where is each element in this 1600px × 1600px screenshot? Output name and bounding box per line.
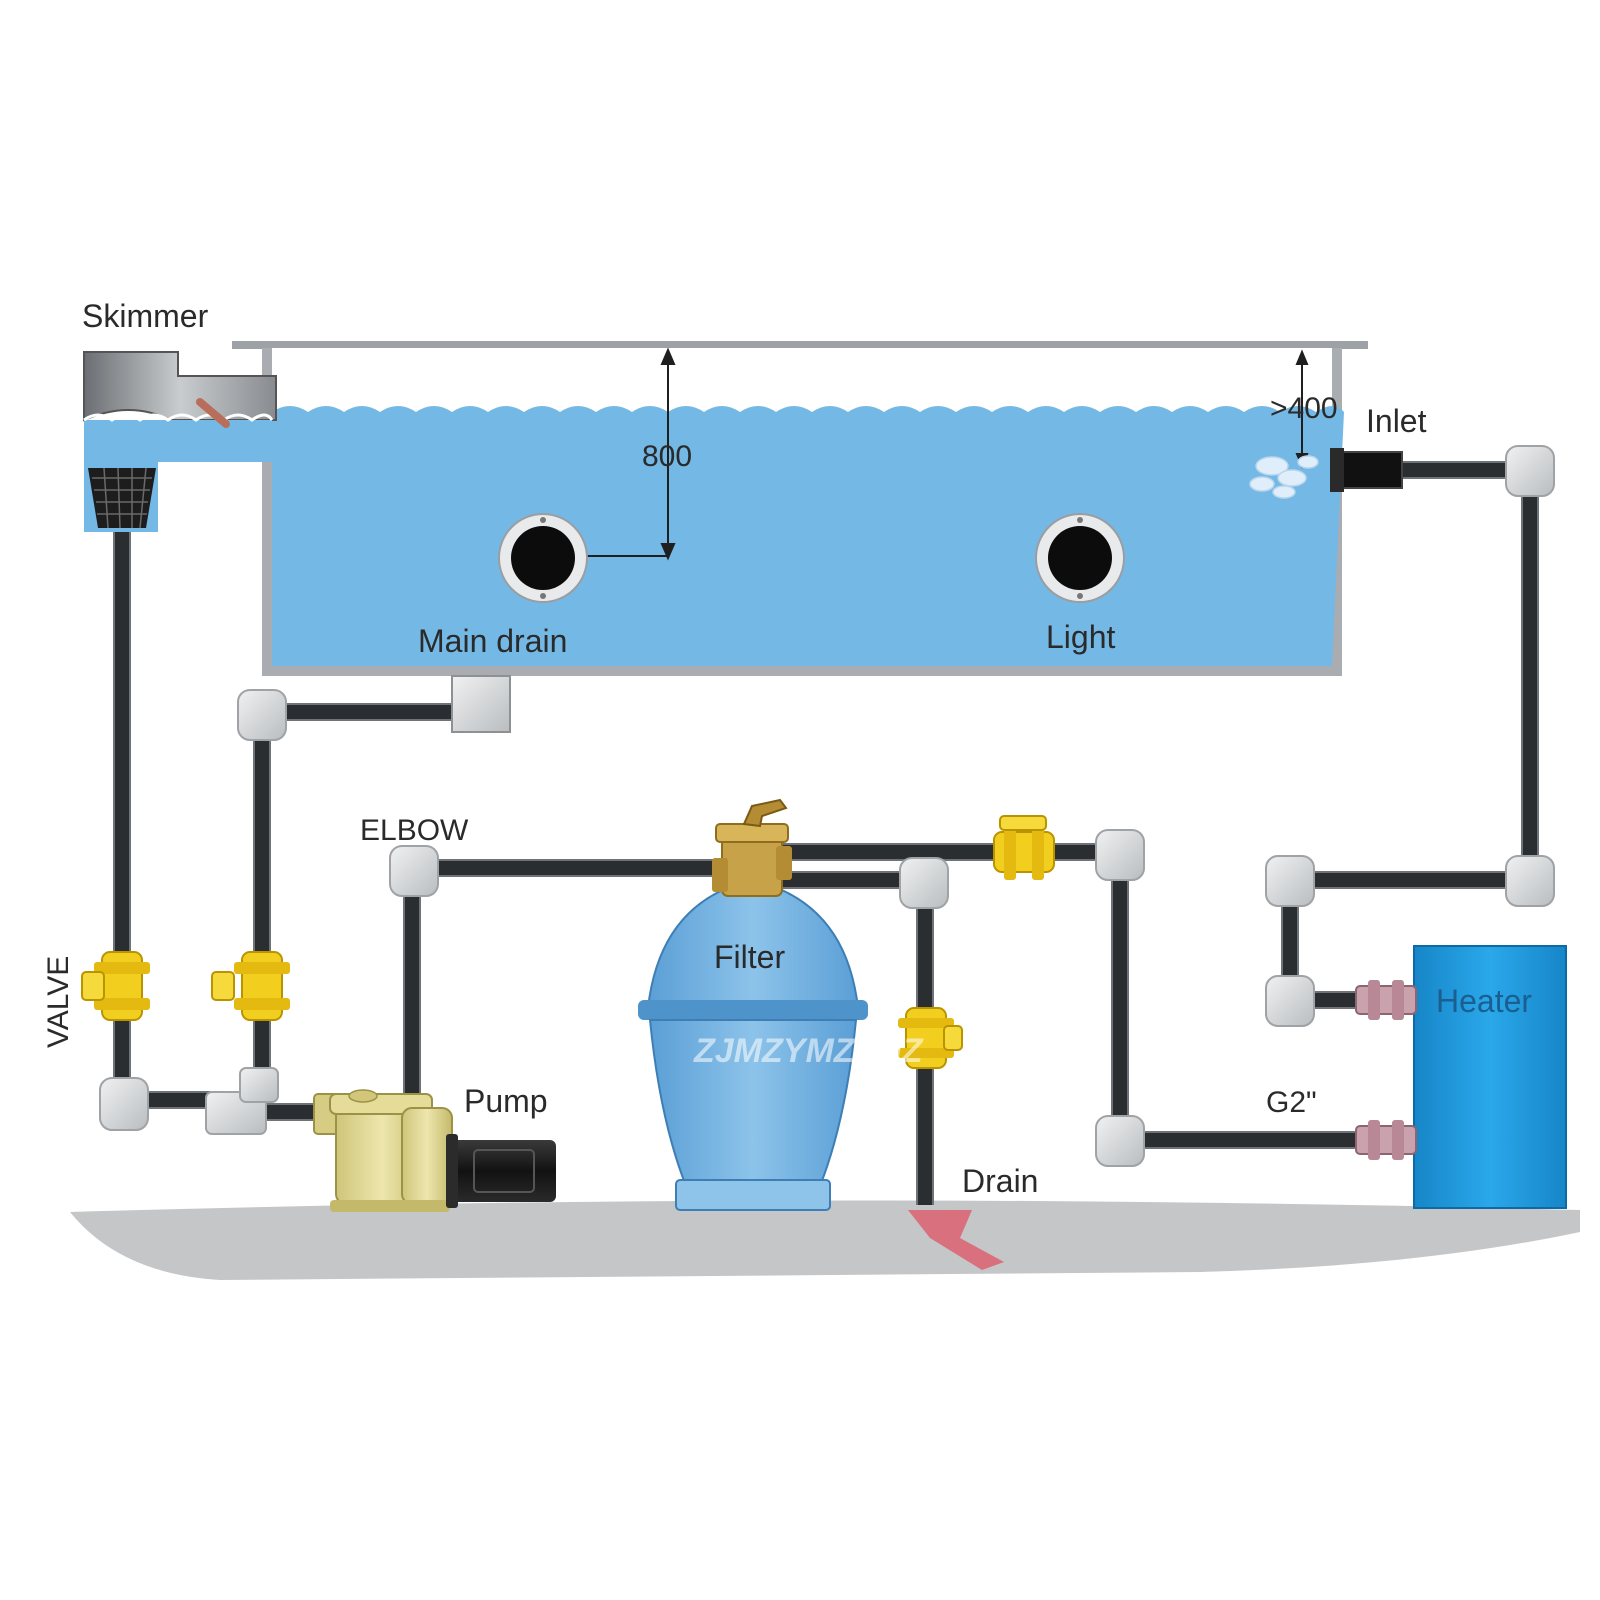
skimmer-label: Skimmer <box>82 298 209 334</box>
inlet-nozzle-collar <box>1330 448 1344 492</box>
filter-handle[interactable] <box>742 798 788 828</box>
elbow-icon <box>1095 1115 1145 1167</box>
inlet-nozzle <box>1337 451 1403 489</box>
heater-upper-union <box>1355 980 1417 1020</box>
filter-base <box>675 1179 831 1211</box>
inlet-bubbles <box>1249 455 1319 499</box>
pump-volute <box>401 1107 453 1205</box>
pool-coping <box>232 341 1368 349</box>
ground-floor <box>70 1200 1580 1280</box>
elbow-icon <box>237 689 287 741</box>
pump-foot <box>330 1200 450 1212</box>
heater-body <box>1413 945 1567 1209</box>
filter-label: Filter <box>714 939 785 975</box>
heater-lower-union <box>1355 1120 1417 1160</box>
main-drain-fixture <box>498 513 588 603</box>
pump-label: Pump <box>464 1083 548 1119</box>
skimmer-water <box>84 420 272 462</box>
main-drain-label: Main drain <box>418 623 567 659</box>
elbow-icon <box>1095 829 1145 881</box>
pipe-size-label: G2" <box>1266 1086 1317 1119</box>
heater <box>1355 945 1567 1209</box>
elbow-icon <box>99 1077 149 1131</box>
depth-label: 800 <box>642 440 692 473</box>
filter-multiport-valve[interactable] <box>721 835 783 897</box>
light-label: Light <box>1046 619 1116 655</box>
main-drain-sump <box>451 675 511 733</box>
gap-label: >400 <box>1270 392 1338 425</box>
heater-line-valve[interactable] <box>993 815 1055 880</box>
pool-light-icon <box>1035 513 1125 603</box>
heater-label: Heater <box>1436 983 1532 1019</box>
ball-valve-icon <box>81 971 105 1001</box>
tee-fitting-stub <box>239 1067 279 1103</box>
drain-outlet <box>908 1210 1004 1270</box>
elbow-label: ELBOW <box>360 814 469 847</box>
ball-valve-icon <box>211 971 235 1001</box>
elbow-icon <box>1505 855 1555 907</box>
ball-valve-icon <box>999 815 1047 831</box>
skimmer-valve[interactable] <box>81 951 150 1021</box>
pool: 800 >400 Main drain Light <box>232 341 1427 733</box>
skimmer <box>83 351 277 532</box>
skimmer-body <box>83 351 277 422</box>
pump <box>313 1089 556 1212</box>
elbow-icon <box>1265 855 1315 907</box>
drain-label: Drain <box>962 1163 1038 1199</box>
main-drain-valve[interactable] <box>211 951 290 1021</box>
elbow-icon <box>1265 975 1315 1027</box>
elbow-icon <box>389 845 439 897</box>
elbow-icon <box>899 857 949 909</box>
valve-label: VALVE <box>42 956 75 1048</box>
sand-filter <box>638 798 868 1211</box>
pipe-filter-to-heater <box>780 843 1355 1149</box>
watermark-text: ZJMZYMZJMZ <box>693 1032 924 1070</box>
pump-motor <box>452 1140 556 1202</box>
drain-line-valve[interactable] <box>898 1007 963 1069</box>
pipe-main-drain-line <box>253 703 470 1085</box>
elbow-fittings <box>99 445 1555 1167</box>
inlet-label: Inlet <box>1366 403 1427 439</box>
ball-valve-icon <box>943 1025 963 1051</box>
skimmer-weir <box>196 398 230 428</box>
filter-band <box>638 1000 868 1020</box>
elbow-icon <box>1505 445 1555 497</box>
